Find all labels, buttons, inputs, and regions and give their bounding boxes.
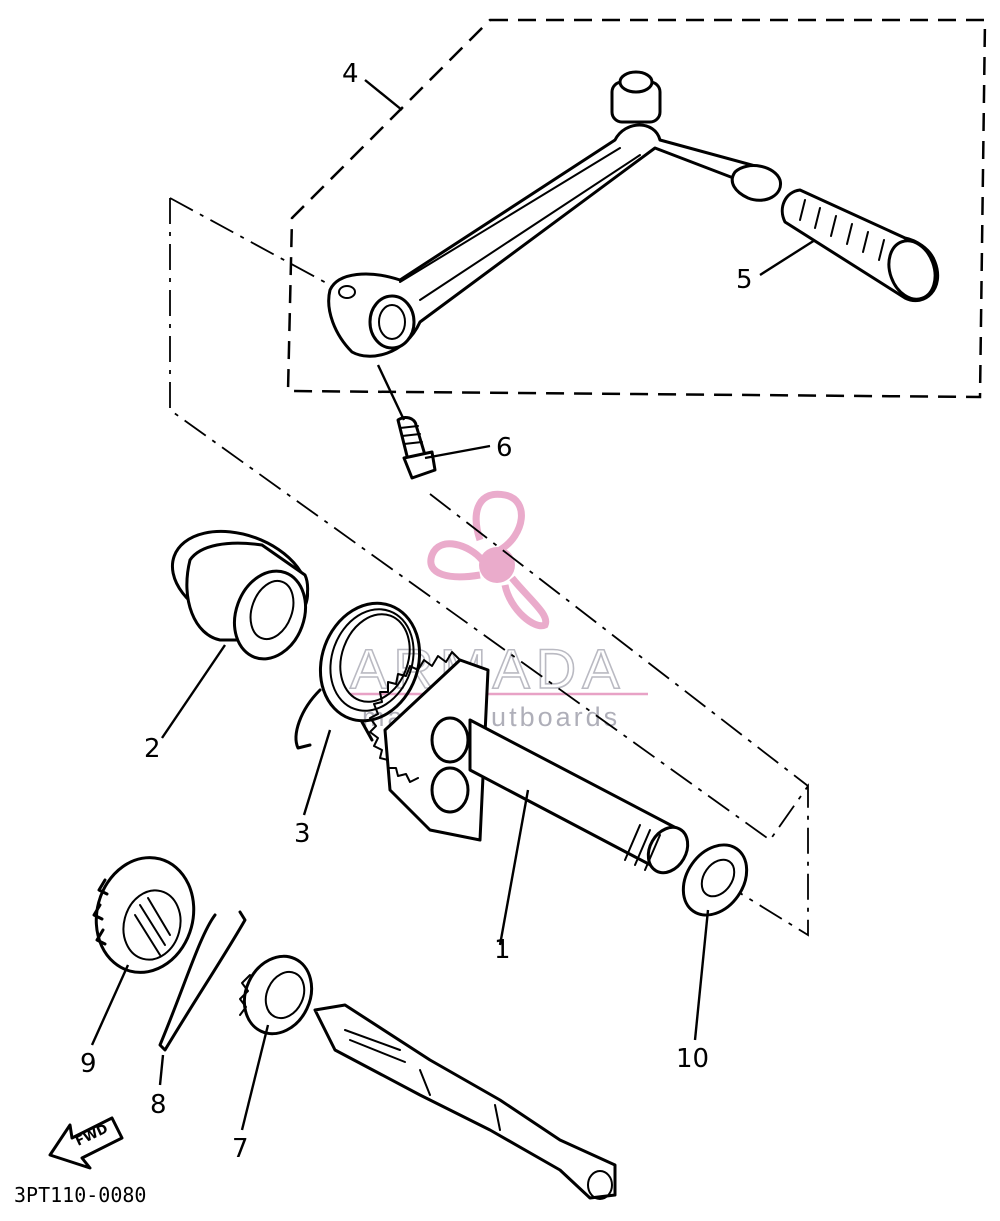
callout-1: 1	[494, 935, 511, 965]
kick-crank-arm	[327, 70, 782, 358]
clip-spring	[158, 910, 247, 1052]
kick-grip	[780, 188, 940, 302]
ratchet-wheel	[92, 856, 196, 974]
drawing-code: 3PT110-0080	[14, 1183, 146, 1207]
spring-guide	[170, 529, 310, 661]
callout-3: 3	[294, 819, 311, 849]
callout-8: 8	[150, 1090, 167, 1120]
callout-numbers: 1 2 3 4 5 6 7 8 9 10	[80, 59, 753, 1164]
propeller-icon	[427, 490, 550, 630]
crank-bolt	[396, 416, 437, 480]
callout-2: 2	[144, 734, 161, 764]
shaft-washer	[681, 843, 749, 917]
callout-10: 10	[676, 1044, 709, 1074]
callout-4: 4	[342, 59, 359, 89]
torsion-spring	[294, 601, 422, 750]
callout-7: 7	[232, 1134, 249, 1164]
kick-shaft-gear	[369, 651, 690, 875]
callout-9: 9	[80, 1049, 97, 1079]
drive-gear	[239, 954, 314, 1036]
drive-shaft	[313, 1003, 617, 1200]
callout-6: 6	[496, 433, 513, 463]
leader-lines	[90, 79, 816, 1131]
callout-5: 5	[736, 265, 753, 295]
alignment-phantom-lines	[169, 197, 809, 937]
fwd-arrow-icon: FWD	[48, 1116, 124, 1170]
assembly-group-outline	[286, 18, 987, 399]
